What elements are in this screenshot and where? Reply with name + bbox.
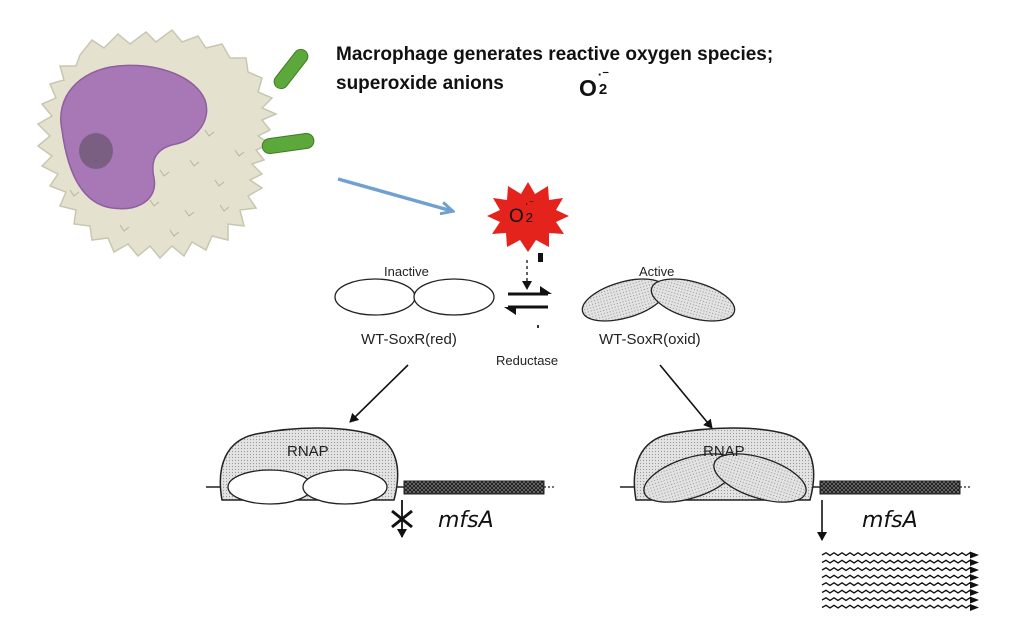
- ros-release-arrow: [337, 177, 452, 211]
- gene-label-right: mfsA: [862, 508, 918, 533]
- mrna-transcript: [821, 567, 975, 572]
- mrna-transcript: [821, 597, 975, 602]
- superoxide-sub: 2: [598, 81, 608, 98]
- mrna-arrowhead: [970, 581, 979, 589]
- bacterium-2: [261, 132, 315, 155]
- mrna-arrowhead: [970, 559, 979, 566]
- gene-label-left: mfsA: [438, 508, 494, 533]
- macrophage-nucleus: [60, 64, 208, 210]
- superoxide-sup: ·⁻: [597, 67, 610, 82]
- superoxide-sup-burst: ·⁻: [524, 198, 535, 210]
- superoxide-base-burst: O: [509, 206, 524, 227]
- mrna-transcript: [821, 559, 975, 564]
- mrna-arrowhead: [970, 604, 979, 611]
- mrna-arrowhead: [970, 589, 979, 596]
- title-line-1: Macrophage generates reactive oxygen spe…: [336, 44, 774, 65]
- rnap-complex-active: [620, 427, 820, 503]
- cytoplasm-granules: [69, 129, 245, 237]
- mrna-transcript: [821, 574, 975, 579]
- soxr-reduced-dimer: [334, 278, 495, 316]
- mrna-transcripts: [821, 551, 979, 611]
- mrna-arrowhead: [970, 574, 979, 581]
- mrna-transcript: [821, 582, 975, 587]
- mrna-transcript: [821, 604, 975, 609]
- rnap-label-right: RNAP: [703, 443, 745, 460]
- superoxide-symbol-burst: O·⁻2: [509, 198, 536, 228]
- mfsA-gene-box-right: [819, 480, 961, 495]
- rnap-complex-inactive: [206, 427, 404, 505]
- active-label: Active: [639, 264, 675, 279]
- mrna-transcript: [821, 552, 975, 557]
- reductase-label: Reductase: [496, 353, 559, 368]
- rnap-label-left: RNAP: [287, 443, 329, 460]
- dot-mark: [537, 325, 539, 328]
- mfsA-gene-box-left: [403, 480, 545, 495]
- mrna-arrowhead: [970, 566, 979, 574]
- superoxide-sub-burst: 2: [525, 210, 534, 225]
- soxr-reduced-label: WT-SoxR(red): [361, 331, 457, 348]
- inactive-label: Inactive: [384, 264, 429, 279]
- arrow-to-left-rnap: [349, 364, 409, 423]
- mrna-arrowhead: [970, 551, 979, 559]
- soxr-oxidized-label: WT-SoxR(oxid): [599, 331, 701, 348]
- title-line-2: superoxide anions: [336, 73, 504, 94]
- superoxide-base: O: [579, 75, 597, 101]
- no-transcription-mark: [391, 500, 413, 538]
- mrna-arrowhead: [970, 596, 979, 604]
- inhibition-bar: [538, 253, 543, 262]
- equilibrium-arrows: [504, 286, 552, 315]
- superoxide-symbol-title: O·⁻2: [579, 67, 611, 102]
- nucleolus: [79, 133, 113, 169]
- macrophage: [36, 28, 278, 260]
- arrow-to-right-rnap: [659, 364, 713, 429]
- mrna-transcript: [821, 589, 975, 594]
- soxr-oxidized-dimer: [581, 278, 736, 322]
- bacterium-1: [273, 48, 309, 90]
- superoxide-starburst: [487, 182, 569, 252]
